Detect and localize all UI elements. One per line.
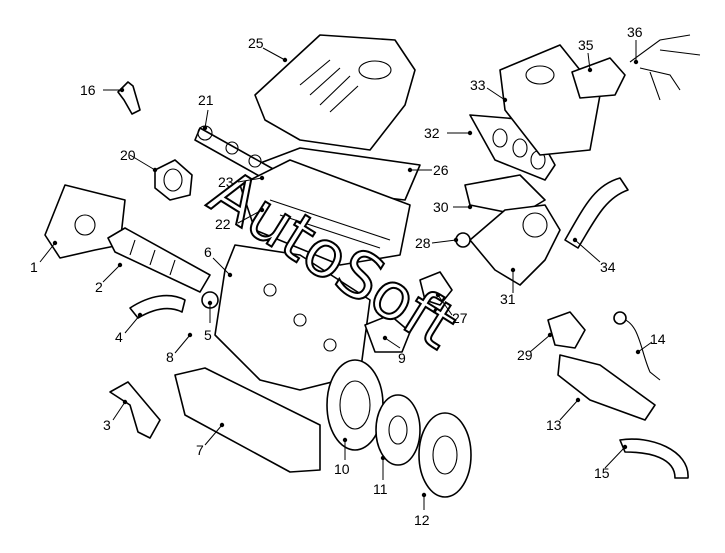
callout-21: 21	[198, 92, 214, 108]
callout-labels: 1 2 3 4 5 6 7 8 9 10 11 12 13 14 15 16 2…	[30, 24, 666, 528]
control-module	[571, 57, 626, 99]
valve-part-27	[419, 271, 453, 306]
callout-27: 27	[452, 310, 468, 326]
callout-14: 14	[650, 331, 666, 347]
callout-4: 4	[115, 329, 123, 345]
callout-8: 8	[166, 349, 174, 365]
callout-30: 30	[433, 199, 449, 215]
hose-part-15	[619, 438, 689, 479]
callout-23: 23	[218, 174, 234, 190]
clutch-disc	[375, 394, 421, 466]
egr-cooler	[557, 354, 656, 421]
pipe-part-14	[613, 311, 661, 381]
callout-16: 16	[80, 82, 96, 98]
callout-6: 6	[204, 244, 212, 260]
callout-26: 26	[433, 162, 449, 178]
callout-20: 20	[120, 147, 136, 163]
callout-3: 3	[103, 417, 111, 433]
callout-35: 35	[578, 37, 594, 53]
callout-2: 2	[95, 279, 103, 295]
callout-12: 12	[414, 512, 430, 528]
callout-29: 29	[517, 347, 533, 363]
callout-36: 36	[627, 24, 643, 40]
callout-13: 13	[546, 417, 562, 433]
oil-pickup	[109, 381, 161, 439]
coolant-hose	[564, 177, 629, 249]
valve-part-29	[547, 311, 586, 349]
oil-pipe	[129, 294, 186, 319]
callout-5: 5	[204, 327, 212, 343]
leader-lines	[39, 40, 653, 510]
cylinder-block	[214, 244, 371, 391]
callout-28: 28	[415, 235, 431, 251]
cylinder-head	[239, 159, 411, 266]
sensor-part-20	[154, 159, 193, 201]
pressure-plate	[418, 412, 472, 498]
callout-1: 1	[30, 259, 38, 275]
wiring-harness	[629, 34, 701, 101]
leader-dots	[52, 57, 641, 498]
engine-cover	[254, 34, 416, 151]
callout-32: 32	[424, 125, 440, 141]
callout-31: 31	[500, 291, 516, 307]
callout-7: 7	[196, 442, 204, 458]
callout-33: 33	[470, 77, 486, 93]
callout-25: 25	[248, 35, 264, 51]
callout-9: 9	[398, 350, 406, 366]
pump-part-9	[364, 314, 411, 353]
crankshaft	[107, 227, 211, 293]
callout-22: 22	[215, 216, 231, 232]
callout-10: 10	[334, 461, 350, 477]
exhaust-manifold	[469, 204, 561, 286]
flywheel	[326, 359, 384, 451]
injector	[117, 81, 141, 115]
callout-34: 34	[600, 259, 616, 275]
oil-pan	[174, 367, 321, 473]
callout-15: 15	[594, 465, 610, 481]
callout-11: 11	[373, 481, 388, 497]
